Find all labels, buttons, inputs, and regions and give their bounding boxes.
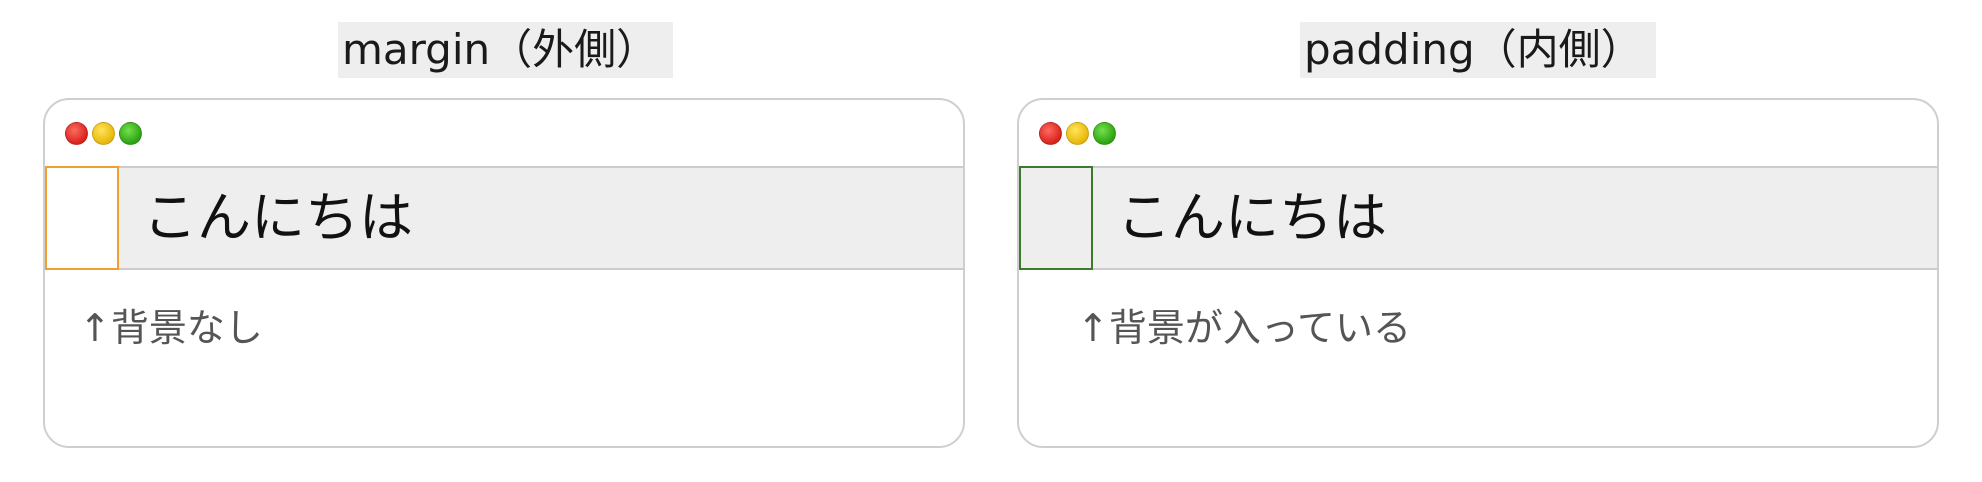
window-controls [65, 122, 142, 146]
window-controls [1039, 122, 1116, 146]
padding-panel: padding（内側） こんにちは ↑背景が入っている [1017, 0, 1939, 482]
margin-box [45, 166, 119, 270]
greeting-text: こんにちは [1117, 186, 1387, 249]
margin-window: こんにちは ↑背景なし [43, 98, 965, 448]
margin-note: ↑背景なし [79, 306, 263, 350]
content-bar [45, 166, 963, 270]
content-bar [1019, 166, 1937, 270]
maximize-light-icon[interactable] [119, 122, 142, 145]
minimize-light-icon[interactable] [1066, 122, 1089, 145]
close-light-icon[interactable] [1039, 122, 1062, 145]
padding-title: padding（内側） [1300, 22, 1656, 78]
close-light-icon[interactable] [65, 122, 88, 145]
padding-note: ↑背景が入っている [1077, 306, 1411, 350]
margin-panel: margin（外側） こんにちは ↑背景なし [43, 0, 965, 482]
minimize-light-icon[interactable] [92, 122, 115, 145]
maximize-light-icon[interactable] [1093, 122, 1116, 145]
greeting-text: こんにちは [143, 186, 413, 249]
margin-title: margin（外側） [338, 22, 673, 78]
padding-box [1019, 166, 1093, 270]
padding-window: こんにちは ↑背景が入っている [1017, 98, 1939, 448]
